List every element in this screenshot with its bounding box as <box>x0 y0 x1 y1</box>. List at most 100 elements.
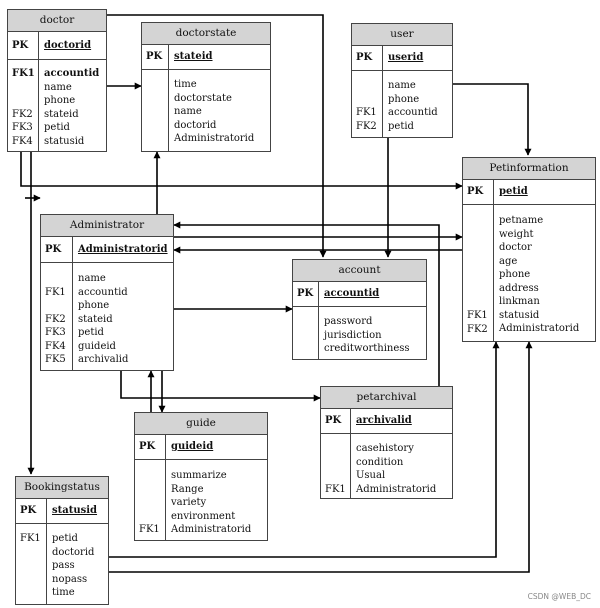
key-label: FK2 <box>45 313 66 325</box>
pk-field: Administratorid <box>78 244 168 255</box>
entity-doctor[interactable]: doctor PK doctorid FK1 FK2 FK3 FK4 accou… <box>7 9 107 152</box>
entity-doctorstate[interactable]: doctorstate PK stateid time doctorstate … <box>141 22 271 152</box>
field: casehistory <box>356 443 414 454</box>
key-label: FK1 <box>356 107 377 118</box>
column-divider <box>72 236 73 370</box>
field: nopass <box>52 573 88 585</box>
field: Administratorid <box>356 483 437 495</box>
field: phone <box>388 93 420 105</box>
field: doctorid <box>52 546 95 558</box>
entity-title: Administrator <box>41 215 173 237</box>
field: weight <box>499 228 534 240</box>
pk-row <box>135 434 267 460</box>
field: phone <box>499 269 531 280</box>
field: Range <box>171 483 204 495</box>
pk-field: doctorid <box>44 40 92 51</box>
key-label: FK1 <box>139 524 160 535</box>
field: accountid <box>388 107 438 118</box>
edge-doctor-petinformation <box>20 152 463 190</box>
field: summarize <box>171 470 227 481</box>
entity-administrator[interactable]: Administrator PK Administratorid FK1 FK2… <box>40 214 174 371</box>
field: petid <box>52 533 78 544</box>
field: phone <box>44 95 76 106</box>
field: accountid <box>78 286 128 298</box>
field: password <box>324 316 373 327</box>
entity-petarchival[interactable]: petarchival PK archivalid FK1 casehistor… <box>320 386 453 499</box>
watermark-text: CSDN @WEB_DC <box>527 592 591 601</box>
field: stateid <box>78 313 113 325</box>
pk-row <box>41 236 173 263</box>
key-label: FK1 <box>467 310 488 321</box>
key-label: FK2 <box>12 108 33 120</box>
field: creditworthiness <box>324 343 410 354</box>
entity-title: user <box>352 24 452 46</box>
entity-title: doctor <box>8 10 106 32</box>
column-divider <box>165 434 166 540</box>
field: address <box>499 282 539 294</box>
entity-title: account <box>293 260 426 282</box>
key-label: FK4 <box>12 135 33 147</box>
pk-row <box>142 44 270 70</box>
key-label: FK3 <box>45 327 66 338</box>
field: Usual <box>356 470 386 481</box>
field: name <box>388 80 416 91</box>
pk-label: PK <box>467 186 484 197</box>
field: doctor <box>499 242 532 253</box>
field: condition <box>356 456 404 468</box>
field: variety <box>171 497 207 508</box>
pk-row <box>8 31 106 60</box>
pk-label: PK <box>12 40 29 51</box>
pk-label: PK <box>45 244 62 255</box>
field: time <box>174 79 197 90</box>
field: name <box>78 273 106 284</box>
field: stateid <box>44 108 79 120</box>
field: guideid <box>78 340 116 352</box>
key-label: FK1 <box>325 484 346 495</box>
entity-title: guide <box>135 413 267 435</box>
pk-field: accountid <box>324 288 380 299</box>
key-label: FK1 <box>45 286 66 298</box>
pk-row <box>16 498 108 524</box>
pk-label: PK <box>139 441 156 452</box>
edge-bookingstatus-petinformation <box>109 341 533 573</box>
field: statusid <box>44 135 85 147</box>
column-divider <box>38 31 39 151</box>
pk-field: archivalid <box>356 415 412 426</box>
column-divider <box>168 44 169 151</box>
field: petname <box>499 215 544 226</box>
field: linkman <box>499 296 540 307</box>
column-divider <box>493 179 494 341</box>
entity-guide[interactable]: guide PK guideid FK1 summarize Range var… <box>134 412 268 541</box>
pk-field: guideid <box>171 441 214 452</box>
entity-title: petarchival <box>321 387 452 409</box>
entity-user[interactable]: user PK userid FK1 FK2 name phone accoun… <box>351 23 453 138</box>
edge-administrator-petarchival <box>120 371 321 402</box>
column-divider <box>350 408 351 498</box>
pk-field: statusid <box>52 505 98 516</box>
pk-label: PK <box>356 52 373 63</box>
edge-user-petinformation <box>453 83 532 156</box>
column-divider <box>382 45 383 137</box>
entity-bookingstatus[interactable]: Bookingstatus PK statusid FK1 petid doct… <box>15 476 109 605</box>
field: accountid <box>44 68 100 79</box>
field: time <box>52 587 75 598</box>
field: petid <box>44 122 70 133</box>
field: Administratorid <box>174 133 255 144</box>
field: jurisdiction <box>324 329 382 341</box>
entity-title: Bookingstatus <box>16 477 108 499</box>
entity-account[interactable]: account PK accountid password jurisdicti… <box>292 259 427 360</box>
pk-field: stateid <box>174 51 213 62</box>
field: doctorstate <box>174 92 232 104</box>
entity-title: doctorstate <box>142 23 270 45</box>
pk-field: userid <box>388 52 424 63</box>
entity-petinformation[interactable]: Petinformation PK petid FK1 FK2 petname … <box>462 157 596 342</box>
edge-petinformation-administrator-a <box>173 221 440 387</box>
key-label: FK2 <box>356 120 377 132</box>
pk-row <box>352 45 452 71</box>
pk-label: PK <box>20 505 37 516</box>
field: Administratorid <box>499 323 580 334</box>
field: petid <box>78 327 104 338</box>
field: phone <box>78 300 110 311</box>
key-label: FK1 <box>20 533 41 544</box>
